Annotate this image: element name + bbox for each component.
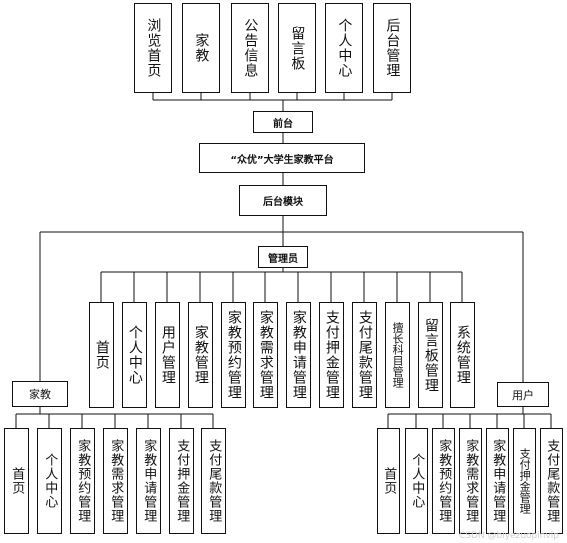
tutor-module-home: 首页 — [4, 428, 29, 534]
user-module-booking-management: 家教预约管理 — [432, 428, 455, 534]
admin-module-personal-center: 个人中心 — [122, 302, 147, 408]
front-page-home: 浏览首页 — [134, 3, 172, 93]
admin-module-application-management: 家教申请管理 — [286, 302, 311, 408]
user-module-deposit-management: 支付押金管理 — [513, 428, 536, 534]
admin-module-home: 首页 — [89, 302, 114, 408]
admin-role-node: 管理员 — [258, 246, 308, 268]
tutor-module-deposit-management: 支付押金管理 — [169, 428, 194, 534]
admin-module-balance-management: 支付尾款管理 — [352, 302, 377, 408]
csdn-watermark: CSDN @biyezuopinvip — [459, 531, 559, 541]
tutor-module-booking-management: 家教预约管理 — [70, 428, 95, 534]
platform-title-node: “众优”大学生家教平台 — [199, 143, 365, 173]
admin-module-system-management: 系统管理 — [450, 302, 475, 408]
user-module-demand-management: 家教需求管理 — [459, 428, 482, 534]
front-page-admin-backend: 后台管理 — [373, 3, 411, 93]
admin-module-booking-management: 家教预约管理 — [221, 302, 246, 408]
tutor-module-personal-center: 个人中心 — [37, 428, 62, 534]
tutor-role-node: 家教 — [12, 381, 68, 407]
user-module-balance-management: 支付尾款管理 — [540, 428, 563, 534]
user-module-home: 首页 — [377, 428, 400, 534]
front-end-node: 前台 — [253, 111, 313, 133]
admin-module-user-management: 用户管理 — [155, 302, 180, 408]
user-module-application-management: 家教申请管理 — [486, 428, 509, 534]
admin-module-subject-management: 擅长科目管理 — [385, 302, 410, 408]
admin-module-tutor-management: 家教管理 — [188, 302, 213, 408]
front-page-personal-center: 个人中心 — [325, 3, 363, 93]
user-role-node: 用户 — [497, 382, 549, 407]
user-module-personal-center: 个人中心 — [405, 428, 428, 534]
admin-module-message-board-management: 留言板管理 — [418, 302, 443, 408]
front-page-message-board: 留言板 — [278, 3, 316, 93]
backend-module-node: 后台模块 — [239, 185, 327, 216]
tutor-module-application-management: 家教申请管理 — [136, 428, 161, 534]
tutor-module-demand-management: 家教需求管理 — [103, 428, 128, 534]
admin-module-deposit-management: 支付押金管理 — [319, 302, 344, 408]
front-page-announcements: 公告信息 — [231, 3, 269, 93]
front-page-tutor: 家教 — [182, 3, 220, 93]
tutor-module-balance-management: 支付尾款管理 — [201, 428, 226, 534]
admin-module-demand-management: 家教需求管理 — [253, 302, 278, 408]
